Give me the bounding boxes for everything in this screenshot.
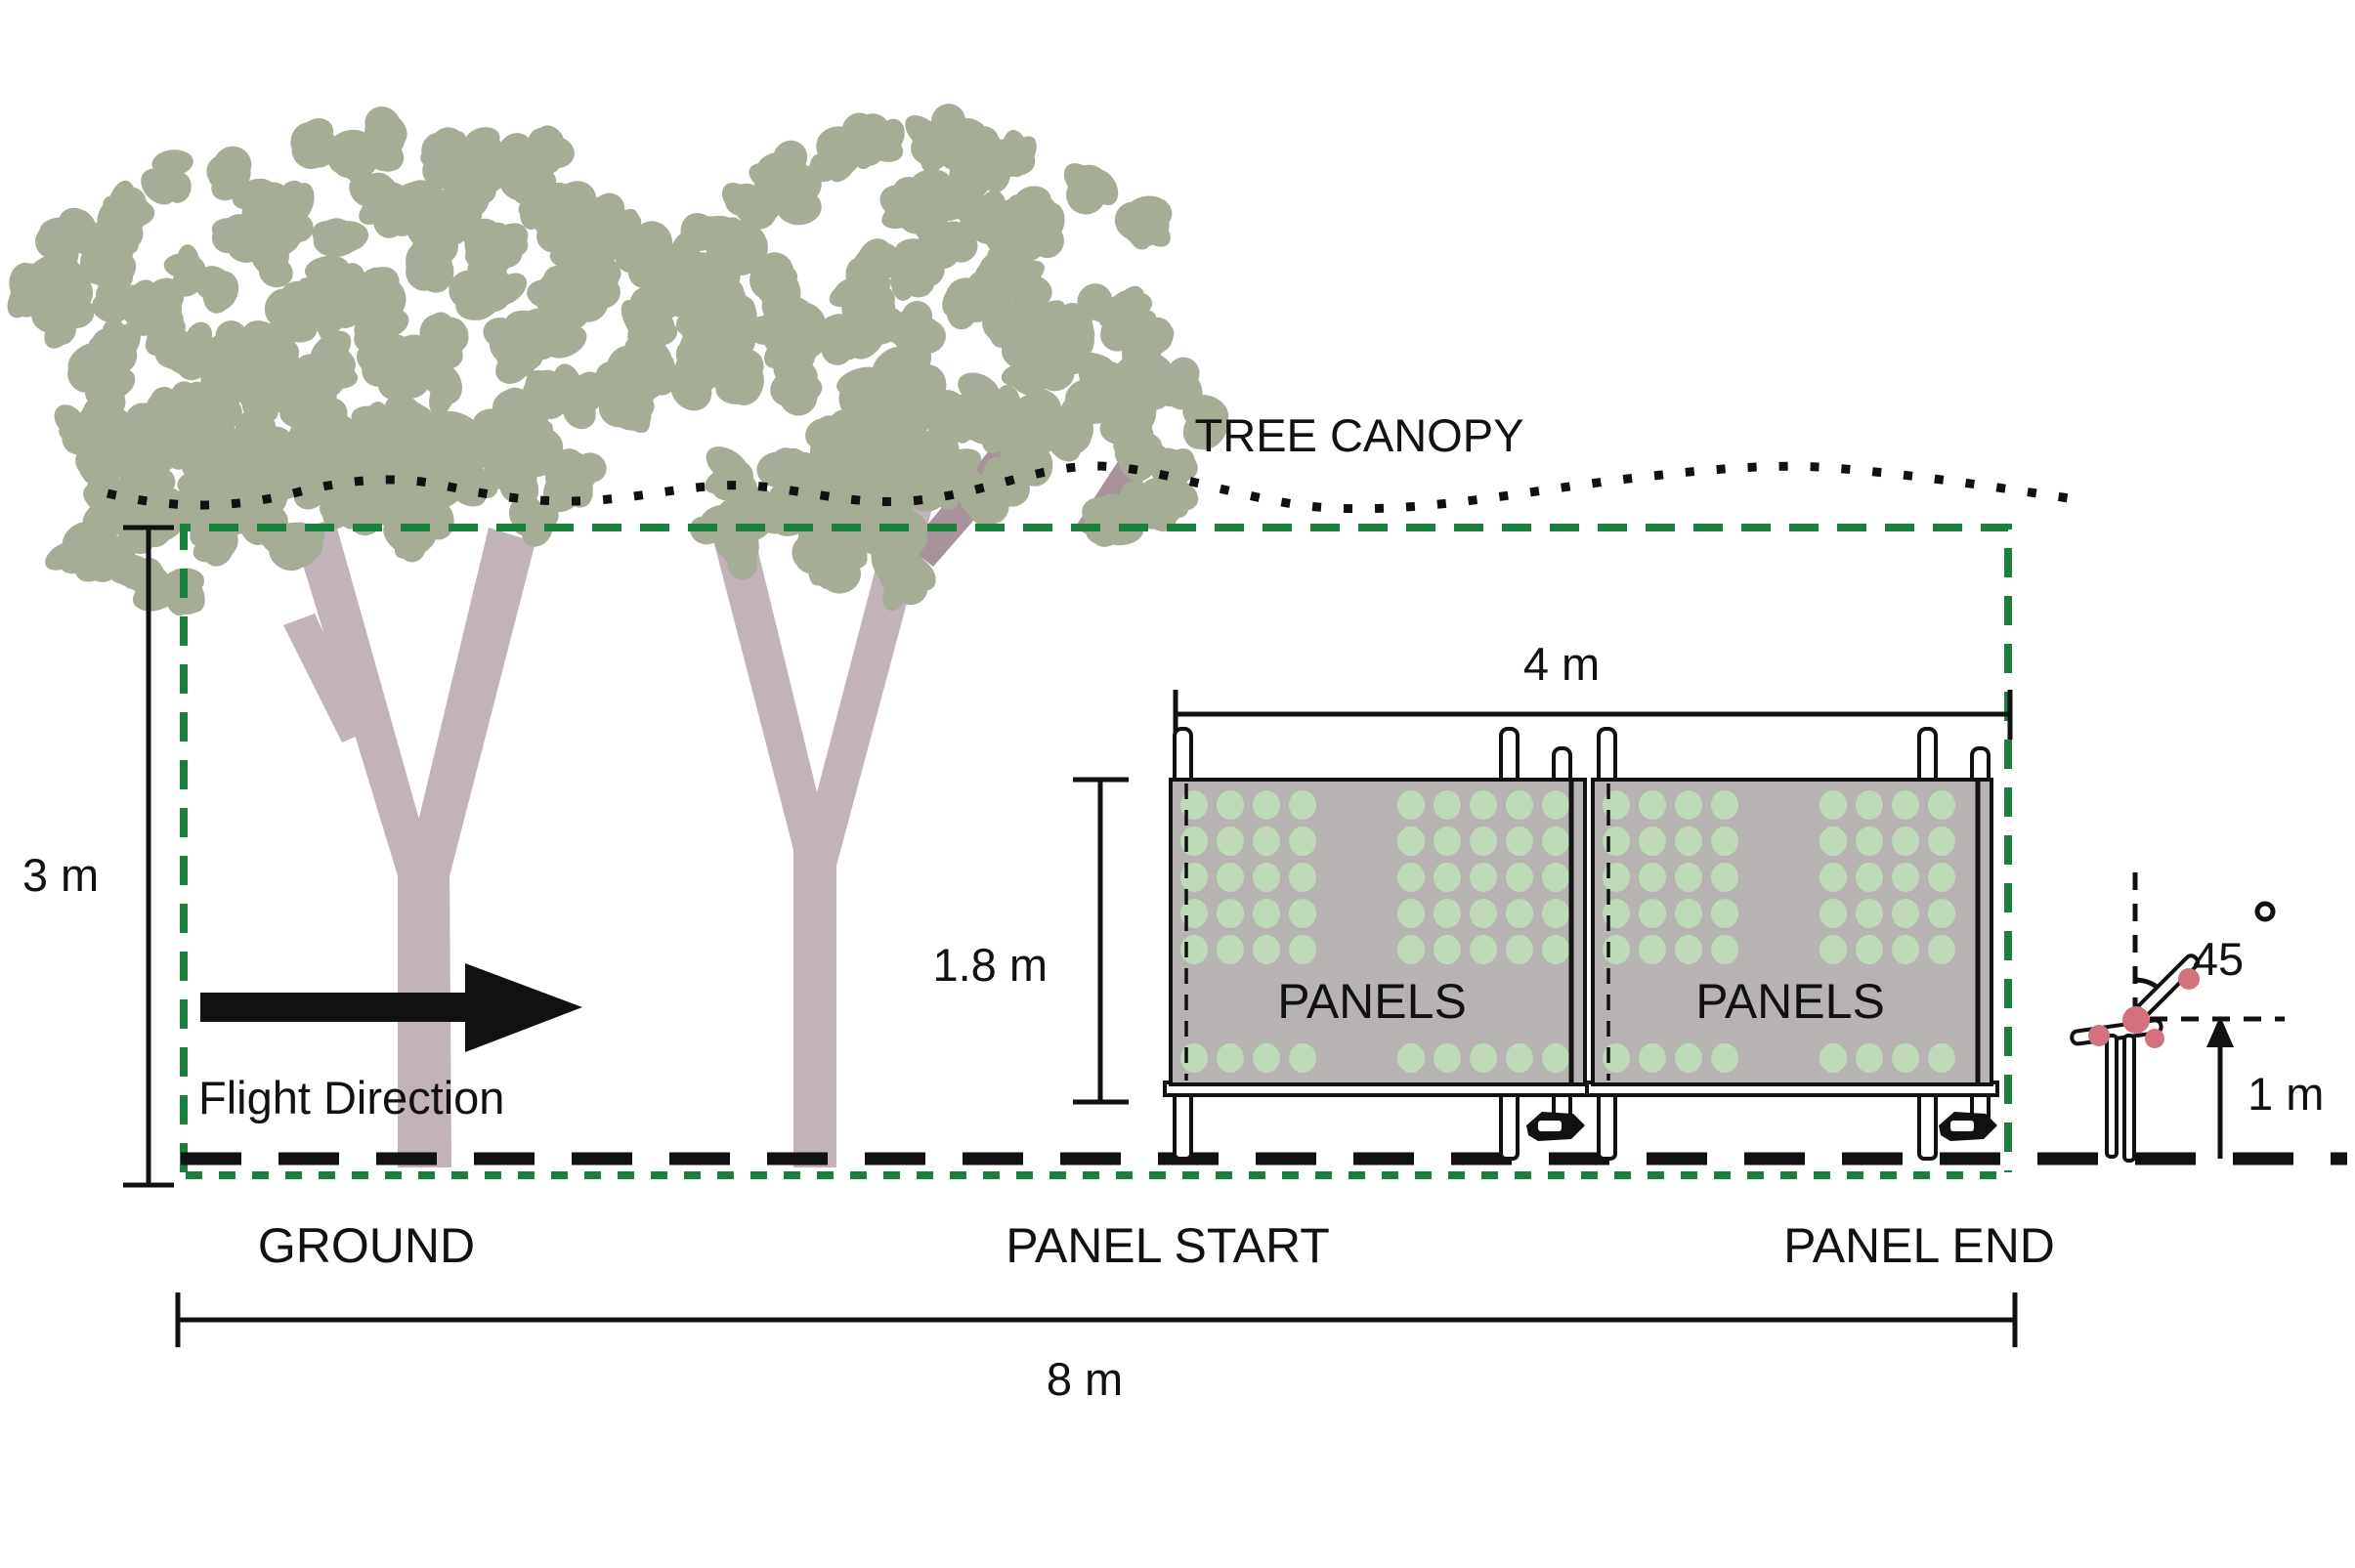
- solar-panel-left-face: [1169, 778, 1587, 1086]
- drone-sensor-figure: 45 1 m: [2070, 872, 2324, 1163]
- ground-label: GROUND: [258, 1218, 475, 1273]
- stand-leg: [2122, 1034, 2136, 1163]
- camera-angle-label: 45: [2193, 933, 2244, 985]
- tree-middle-foliage: [646, 104, 1229, 612]
- panel-end-label: PANEL END: [1783, 1218, 2055, 1273]
- panels-right-label: PANELS: [1695, 974, 1885, 1029]
- panels-left-label: PANELS: [1277, 974, 1467, 1029]
- rotor-icon: [2088, 1025, 2110, 1046]
- dimension-corridor-length: 8 m: [175, 1293, 2018, 1405]
- canopy-profile-dotted-line: [106, 461, 2082, 514]
- tree-canopy-label: TREE CANOPY: [1195, 409, 1524, 461]
- rotor-icon: [2122, 1006, 2150, 1034]
- tree-left-foliage: [7, 106, 735, 616]
- solar-panel-right-face: [1591, 778, 1993, 1086]
- flight-zone-boundary: [180, 524, 2012, 1172]
- tree-left: [7, 106, 735, 1167]
- degree-icon: [2254, 901, 2276, 922]
- dimension-panel-height: 1.8 m: [932, 777, 1129, 1105]
- dimension-corridor-height: 3 m: [22, 525, 174, 1188]
- clamp-icon: [1526, 1112, 1585, 1141]
- flight-direction-label: Flight Direction: [198, 1072, 504, 1123]
- corridor-length-label: 8 m: [1047, 1353, 1123, 1405]
- tree-middle: [646, 104, 1229, 1167]
- flight-direction-arrow-icon: [200, 963, 582, 1052]
- rotor-icon: [2178, 968, 2200, 990]
- stand-leg: [2105, 1034, 2119, 1159]
- solar-panel-right: PANELS: [1585, 727, 1999, 1161]
- rotor-icon: [2145, 1029, 2164, 1048]
- corridor-height-label: 3 m: [22, 849, 99, 901]
- arrow-up-icon: [2206, 1016, 2234, 1047]
- tree-left-trunk: [283, 518, 535, 1167]
- sensor-height-label: 1 m: [2248, 1068, 2324, 1120]
- panel-array-width-label: 4 m: [1523, 638, 1600, 690]
- solar-panel-left: PANELS: [1163, 727, 1593, 1161]
- panel-height-label: 1.8 m: [932, 939, 1048, 991]
- dimension-panel-array-width: 4 m: [1173, 638, 2013, 740]
- panel-start-label: PANEL START: [1006, 1218, 1330, 1273]
- clamp-icon: [1939, 1112, 1997, 1141]
- solar-panel-right-cells: [1603, 790, 1955, 1073]
